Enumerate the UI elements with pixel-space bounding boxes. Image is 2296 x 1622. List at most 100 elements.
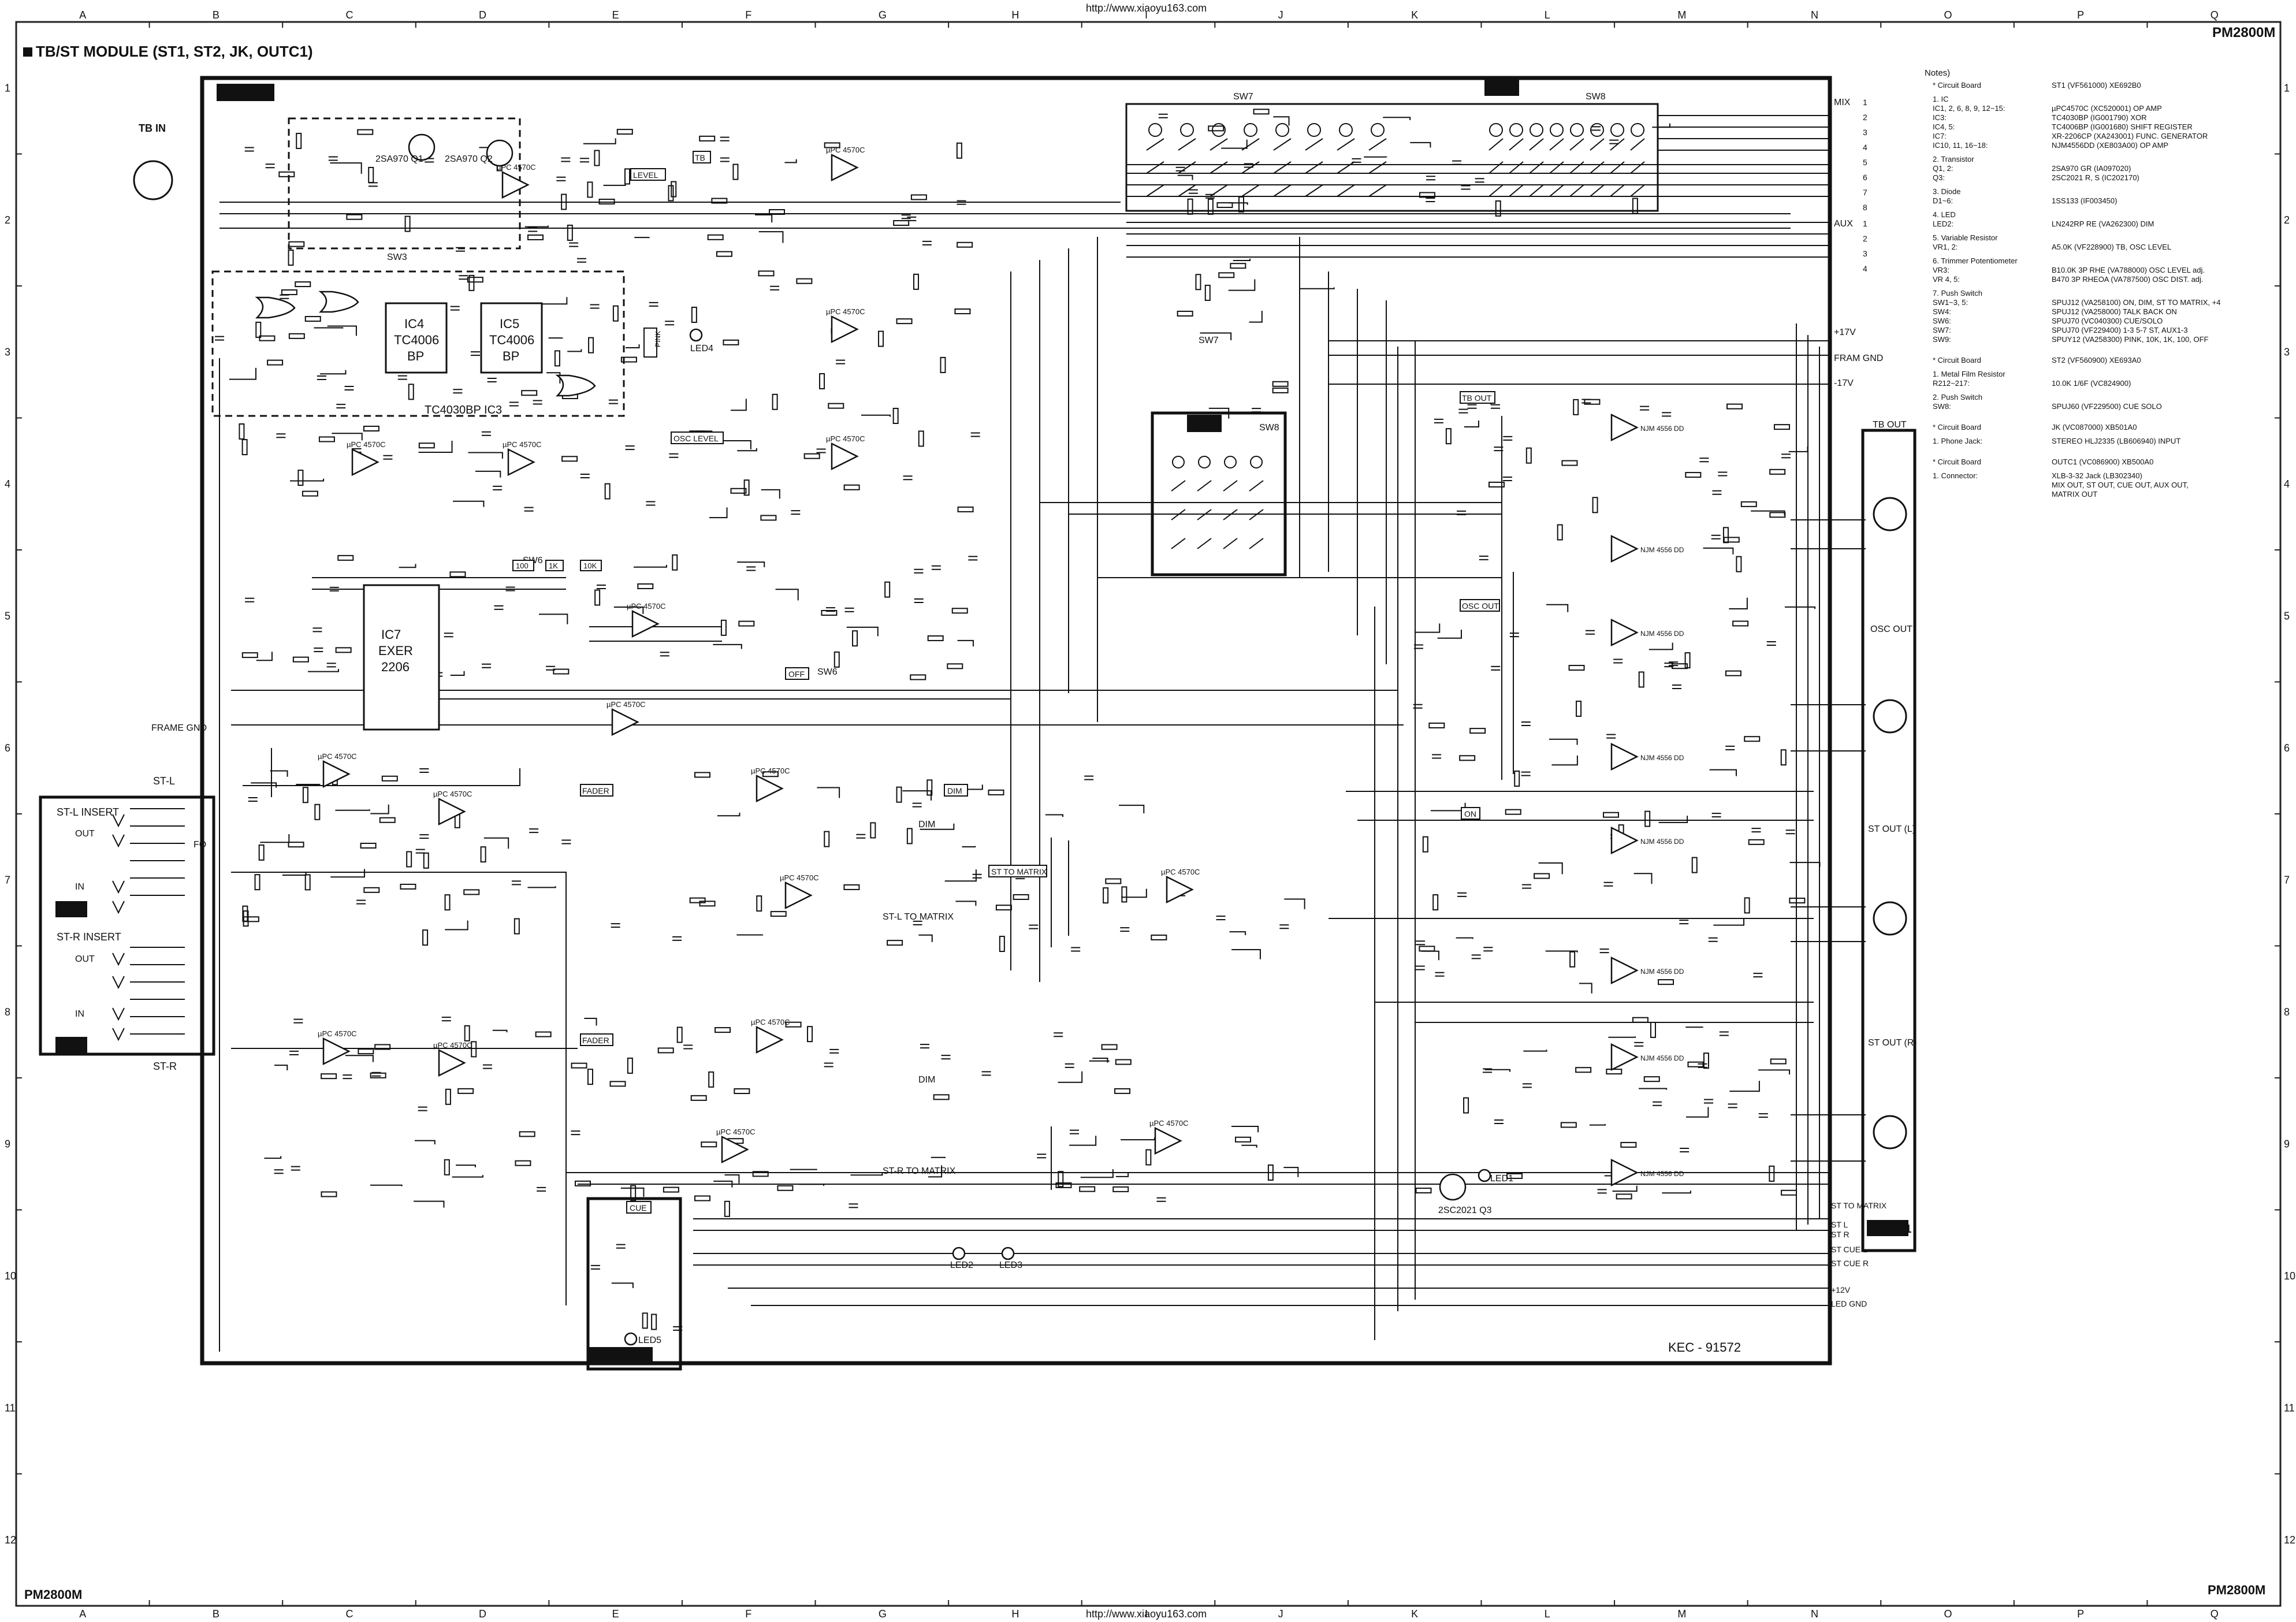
note-key: IC4, 5:: [1933, 122, 1955, 131]
tb-in-label: TB IN: [139, 122, 166, 134]
resistor: [1769, 512, 1786, 518]
capacitor: [1704, 1099, 1714, 1104]
capacitor: [1711, 813, 1721, 818]
resistor: [1151, 934, 1167, 940]
trace: [737, 448, 757, 452]
grid-col-bottom-D: D: [479, 1608, 486, 1620]
opamp-part-label: NJM 4556 DD: [1640, 1054, 1684, 1062]
resistor: [910, 674, 926, 680]
trace: [723, 440, 751, 449]
trace: [1652, 123, 1670, 128]
trace: [229, 367, 256, 380]
resistor: [1643, 1076, 1660, 1082]
resistor: [824, 142, 840, 148]
grid-col-bottom-H: H: [1011, 1608, 1019, 1620]
trace: [713, 1180, 733, 1188]
resistor: [513, 918, 520, 935]
resistor: [819, 373, 825, 389]
ic7-part: EXER: [378, 643, 413, 658]
resistor: [304, 316, 321, 322]
capacitor: [1712, 490, 1722, 495]
led3-label: LED3: [999, 1260, 1022, 1270]
resistor: [1616, 1193, 1632, 1200]
resistor: [724, 1200, 730, 1217]
capacitor: [1029, 924, 1039, 929]
led5-label: LED5: [638, 1335, 661, 1345]
grid-col-top-G: G: [879, 9, 887, 21]
opamp-triangle: [631, 609, 660, 638]
resistor: [843, 884, 860, 890]
grid-row-right-6: 6: [2284, 742, 2290, 754]
switch-blade: [1178, 138, 1196, 197]
ic4-block: IC4 TC4006 BP: [385, 302, 448, 374]
capacitor: [1640, 406, 1650, 411]
grid-row-left-11: 11: [5, 1402, 16, 1413]
resistor: [672, 554, 678, 571]
freq-100: 100: [516, 561, 529, 570]
osc-out-connector-label: OSC OUT: [1870, 624, 1912, 634]
wiring: [219, 115, 1866, 1352]
note-key: R212~217:: [1933, 379, 1970, 388]
note-key: 1. Phone Jack:: [1933, 437, 1982, 445]
source-url-bottom[interactable]: http://www.xiaoyu163.com: [1086, 1608, 1207, 1620]
grid-row-left-5: 5: [5, 610, 10, 622]
opamp-part-label: µPC 4570C: [627, 602, 665, 611]
capacitor: [1175, 166, 1185, 172]
trace: [1484, 1069, 1511, 1072]
resistor: [1495, 200, 1501, 217]
dim-label-r: DIM: [918, 1075, 935, 1085]
resistor: [242, 905, 248, 922]
trace: [1538, 862, 1563, 875]
resistor: [1525, 447, 1532, 464]
resistor: [1121, 886, 1127, 903]
grid-col-top-B: B: [213, 9, 219, 21]
note-key: 3. Diode: [1933, 187, 1960, 196]
capacitor: [245, 597, 255, 602]
trace: [709, 507, 728, 519]
capacitor: [314, 648, 323, 653]
capacitor: [1156, 1197, 1166, 1202]
capacitor: [470, 351, 480, 356]
source-url-top[interactable]: http://www.xiaoyu163.com: [1086, 2, 1207, 14]
resistor: [657, 1047, 674, 1054]
note-value: SPUJ60 (VF229500) CUE SOLO: [2052, 402, 2162, 411]
capacitor: [683, 1044, 693, 1050]
trace: [452, 1175, 483, 1178]
switch-blade: [1489, 138, 1504, 197]
st-r-in-label: IN: [75, 1009, 84, 1019]
switch-blade: [1549, 138, 1564, 197]
resistor: [445, 1088, 451, 1105]
opamp-triangle: [1610, 826, 1639, 855]
trace: [1383, 117, 1411, 121]
capacitor: [371, 1072, 381, 1077]
resistor: [843, 484, 860, 490]
note-value: SPUJ70 (VF229400) 1-3 5-7 ST, AUX1-3: [2052, 326, 2188, 334]
capacitor: [1751, 828, 1761, 833]
capacitor: [829, 1048, 839, 1054]
trace: [1639, 1088, 1668, 1090]
resistor: [833, 651, 840, 668]
resistor: [370, 1072, 386, 1078]
switch-contact: [1148, 123, 1162, 137]
aux-bus-number: 3: [1863, 249, 1867, 258]
resistor: [947, 663, 963, 669]
resistor: [571, 1062, 587, 1069]
resistor: [374, 1044, 391, 1050]
trace: [1121, 1137, 1155, 1141]
trace: [1069, 1136, 1097, 1146]
resistor: [464, 1025, 470, 1041]
resistor: [1576, 700, 1582, 717]
capacitor: [356, 899, 366, 905]
capacitor: [1435, 972, 1445, 977]
trace: [611, 1282, 634, 1288]
note-key: VR 4, 5:: [1933, 275, 1960, 284]
notes-heading: Notes): [1925, 68, 1950, 78]
note-key: Q1, 2:: [1933, 164, 1953, 173]
resistor: [1658, 979, 1674, 985]
resistor: [335, 647, 352, 653]
resistor: [1769, 468, 1786, 475]
resistor: [828, 403, 844, 409]
